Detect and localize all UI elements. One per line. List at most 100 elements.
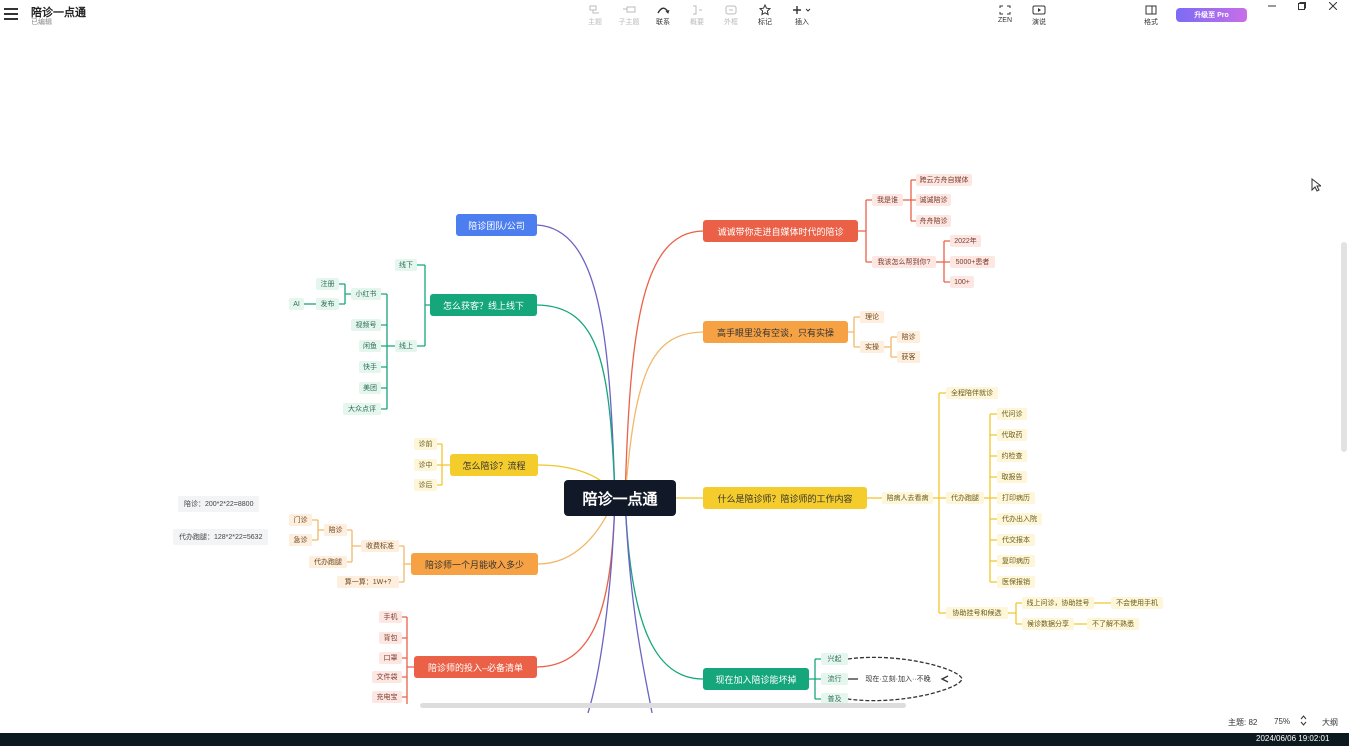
node-practice-pz[interactable]: 陪诊	[897, 331, 920, 343]
vertical-scrollbar[interactable]	[1341, 242, 1347, 452]
node-2022[interactable]: 2022年	[950, 235, 981, 247]
node-practice-acquire[interactable]: 获客	[897, 351, 920, 363]
node-folder[interactable]: 文件袋	[372, 671, 402, 683]
node-xhs[interactable]: 小红书	[351, 288, 381, 300]
branch-team[interactable]: 陪诊团队/公司	[456, 214, 537, 236]
node-practical[interactable]: 实操	[860, 341, 884, 353]
node-assist[interactable]: 协助挂号和候选	[946, 607, 1008, 619]
node-xianyu[interactable]: 闲鱼	[359, 340, 381, 352]
node-errand-7[interactable]: 代交报本	[997, 534, 1035, 546]
node-errand-4[interactable]: 取报告	[997, 471, 1027, 483]
node-phone[interactable]: 手机	[379, 611, 402, 623]
close-icon[interactable]	[1323, 0, 1343, 12]
topic-button[interactable]: 主题	[580, 3, 610, 27]
node-after[interactable]: 诊后	[414, 479, 437, 491]
node-errand-9[interactable]: 医保报销	[997, 576, 1035, 588]
node-dianping[interactable]: 大众点评	[343, 403, 381, 415]
connector-extra-left	[587, 497, 616, 713]
node-assist-1b[interactable]: 不会使用手机	[1111, 597, 1163, 609]
zoom-level[interactable]: 75%	[1274, 717, 1291, 726]
node-emergency[interactable]: 急诊	[289, 534, 312, 546]
root-topic[interactable]: 陪诊一点通	[564, 480, 676, 516]
node-register[interactable]: 注册	[316, 278, 339, 290]
node-errands[interactable]: 代办跑腿	[946, 492, 984, 504]
relation-icon	[648, 3, 678, 17]
document-title[interactable]: 陪诊一点通	[31, 7, 86, 19]
node-accompany[interactable]: 陪病人去看病	[882, 492, 933, 504]
branch-join[interactable]: 现在加入陪诊能坏掉	[703, 668, 809, 690]
node-patients[interactable]: 5000+患者	[950, 256, 995, 268]
status-bar: 主题: 82 75% 大纲	[0, 713, 1349, 733]
node-errand-6[interactable]: 代办出入院	[997, 513, 1042, 525]
node-mask[interactable]: 口罩	[379, 652, 402, 664]
branch-what[interactable]: 什么是陪诊师？陪诊师的工作内容	[703, 487, 867, 509]
node-who-1[interactable]: 跨云方舟自媒体	[916, 174, 972, 186]
node-rise[interactable]: 兴起	[821, 653, 848, 665]
maximize-icon[interactable]	[1292, 0, 1312, 12]
node-how-help[interactable]: 我该怎么帮到你?	[872, 256, 936, 268]
node-fee-standard[interactable]: 收费标准	[361, 540, 399, 552]
relation-button[interactable]: 联系	[648, 3, 678, 27]
node-errand-fee[interactable]: 代办跑腿	[309, 556, 347, 568]
node-online[interactable]: 线上	[395, 340, 417, 352]
node-outpatient[interactable]: 门诊	[289, 514, 312, 526]
node-assist-2[interactable]: 候诊数据分享	[1022, 618, 1074, 630]
mindmap-canvas[interactable]: 陪诊一点通 陪诊团队/公司 怎么获客？线上线下 怎么陪诊？流程 陪诊师一个月能收…	[0, 34, 1349, 713]
horizontal-scrollbar[interactable]	[420, 703, 906, 708]
subtopic-button[interactable]: 子主题	[614, 3, 644, 27]
node-who-3[interactable]: 舟舟陪诊	[916, 215, 951, 227]
node-full-accompany[interactable]: 全程陪伴就诊	[946, 387, 998, 399]
summary-button[interactable]: 概要	[682, 3, 712, 27]
branch-acquire[interactable]: 怎么获客？线上线下	[430, 294, 537, 316]
node-offline[interactable]: 线下	[395, 259, 417, 271]
marker-button[interactable]: 标记	[750, 3, 780, 27]
format-button[interactable]: 格式	[1136, 3, 1166, 27]
node-popular[interactable]: 流行	[821, 673, 848, 685]
present-button[interactable]: 演说	[1024, 3, 1054, 27]
marker-label: 标记	[758, 19, 772, 26]
node-bag[interactable]: 背包	[379, 632, 402, 644]
node-calc[interactable]: 算一算：1W+?	[337, 576, 399, 588]
node-charger[interactable]: 充电宝	[372, 691, 402, 703]
node-assist-2b[interactable]: 不了解不熟悉	[1087, 618, 1139, 630]
node-channels[interactable]: 视频号	[351, 319, 381, 331]
node-errand-8[interactable]: 复印病历	[997, 555, 1035, 567]
node-publish[interactable]: 发布	[316, 298, 339, 310]
node-errand-3[interactable]: 约检查	[997, 450, 1027, 462]
branch-process[interactable]: 怎么陪诊？流程	[450, 454, 538, 476]
node-errand-2[interactable]: 代取药	[997, 429, 1027, 441]
boundary-button[interactable]: 外框	[716, 3, 746, 27]
branch-intro[interactable]: 诚诚带你走进自媒体时代的陪诊	[703, 220, 858, 242]
node-who-2[interactable]: 诚诚陪诊	[916, 194, 951, 206]
note-peizhen-income[interactable]: 陪诊：200*2*22=8800	[178, 496, 260, 512]
node-theory[interactable]: 理论	[860, 311, 884, 323]
branch-invest[interactable]: 陪诊师的投入–必备清单	[414, 656, 537, 678]
node-who[interactable]: 我是谁	[872, 194, 903, 206]
menu-icon[interactable]	[4, 8, 18, 20]
boundary-icon	[716, 3, 746, 17]
insert-button[interactable]: 插入	[787, 3, 817, 27]
outline-button[interactable]: 大纲	[1322, 718, 1338, 727]
branch-practice[interactable]: 高手眼里没有空谈，只有实操	[703, 321, 848, 343]
node-assist-1[interactable]: 线上问诊，协助挂号	[1022, 597, 1094, 609]
mouse-cursor-icon	[1311, 177, 1323, 197]
node-errand-1[interactable]: 代问诊	[997, 408, 1027, 420]
note-errand-income[interactable]: 代办跑腿：128*2*22=5632	[173, 529, 269, 545]
zoom-stepper-icon[interactable]	[1300, 715, 1307, 728]
node-hundred[interactable]: 100+	[950, 276, 974, 288]
play-icon	[1024, 3, 1054, 17]
upgrade-pro-button[interactable]: 升级至 Pro	[1176, 8, 1247, 22]
branch-income[interactable]: 陪诊师一个月能收入多少	[411, 553, 538, 575]
node-ai[interactable]: AI	[289, 298, 304, 310]
minimize-icon[interactable]	[1262, 0, 1282, 12]
node-popularize[interactable]: 普及	[821, 693, 848, 705]
node-peizhen[interactable]: 陪诊	[324, 524, 347, 536]
node-errand-5[interactable]: 打印病历	[997, 492, 1035, 504]
summary-icon	[682, 3, 712, 17]
zen-button[interactable]: ZEN	[990, 3, 1020, 24]
node-meituan[interactable]: 美团	[359, 382, 381, 394]
node-kuaishou[interactable]: 快手	[359, 361, 381, 373]
node-during[interactable]: 诊中	[414, 459, 437, 471]
relation-label-join-now[interactable]: 现在·立刻·加入··不晚	[858, 673, 938, 685]
node-before[interactable]: 诊前	[414, 438, 437, 450]
